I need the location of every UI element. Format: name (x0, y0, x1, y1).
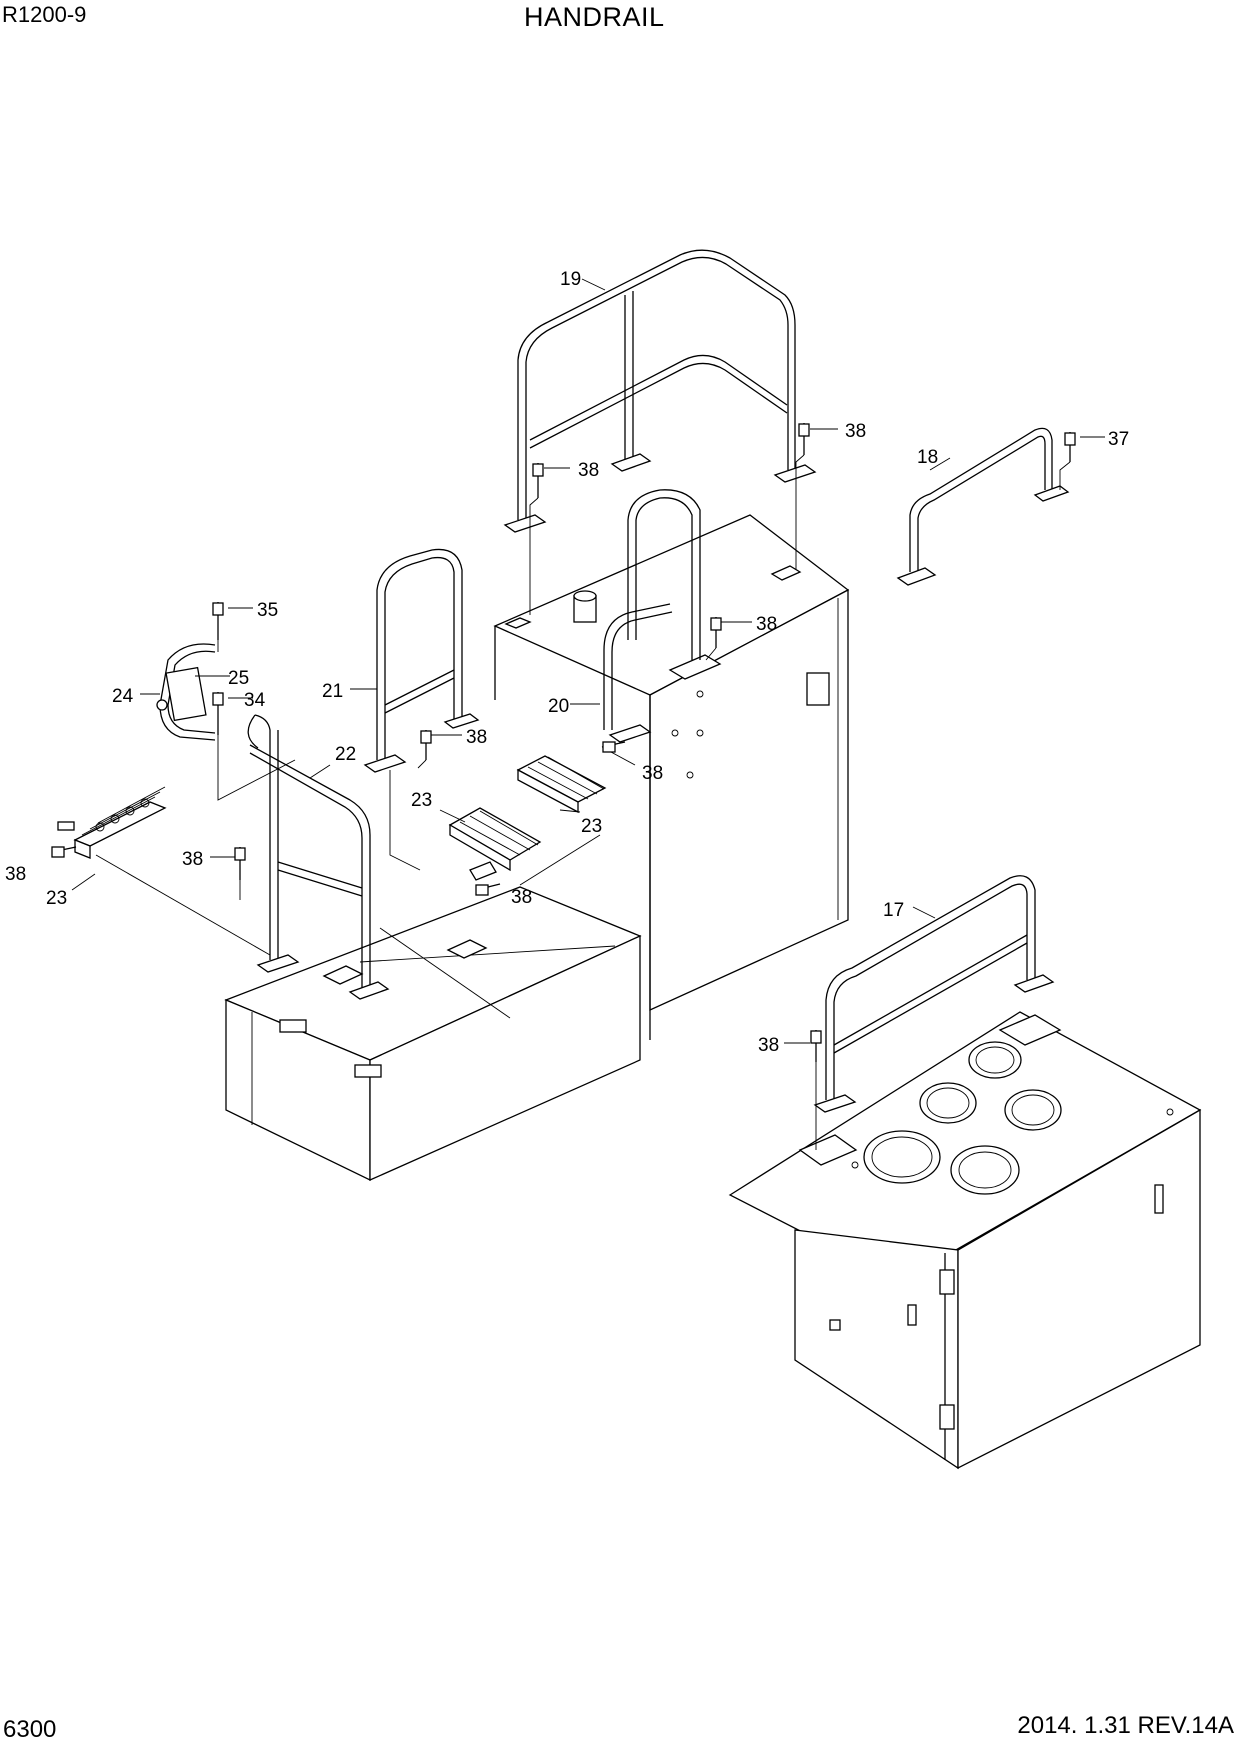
leader-lines (71, 278, 1105, 1150)
round-hatch-covers (863, 1041, 1062, 1195)
handrail-21 (363, 548, 480, 773)
callout-labels: 19 18 37 38 38 38 38 38 38 38 38 38 35 2… (5, 269, 1129, 1056)
left-base-box (224, 886, 642, 1182)
bolt-37 (1064, 432, 1076, 462)
right-hood-box (728, 1011, 1202, 1470)
bolt-38-d (420, 730, 432, 760)
callout-35: 35 (257, 600, 278, 621)
callout-17: 17 (883, 900, 904, 921)
center-tank-box (493, 514, 850, 1040)
page-title: HANDRAIL (524, 2, 665, 32)
callout-38-i: 38 (758, 1035, 779, 1056)
callout-38-e: 38 (642, 763, 663, 784)
step-23-right (516, 755, 607, 814)
bolt-35 (212, 602, 224, 640)
bolt-38-e (601, 741, 626, 753)
callout-21: 21 (322, 681, 343, 702)
bolt-38-c (710, 617, 722, 648)
handrail-19 (503, 249, 817, 533)
step-23-middle (448, 807, 542, 881)
bolt-38-a (798, 423, 810, 455)
callout-38-a: 38 (845, 421, 866, 442)
callout-23-b: 23 (581, 816, 602, 837)
callout-38-h: 38 (511, 887, 532, 908)
callout-38-b: 38 (578, 460, 599, 481)
handrail-20 (603, 489, 701, 743)
bolt-38-g (51, 846, 77, 858)
callout-23-a: 23 (411, 790, 432, 811)
callout-38-f: 38 (182, 849, 203, 870)
bolt-34 (212, 692, 224, 735)
grab-handle-24-25 (156, 643, 216, 741)
callout-38-g: 38 (5, 864, 26, 885)
handrail-22 (247, 714, 390, 1000)
callout-23-c: 23 (46, 888, 67, 909)
callout-18: 18 (917, 447, 938, 468)
callout-38-c: 38 (756, 614, 777, 635)
callout-37: 37 (1108, 429, 1129, 450)
callout-20: 20 (548, 696, 569, 717)
callout-38-d: 38 (466, 727, 487, 748)
callout-22: 22 (335, 744, 356, 765)
handrail-18 (896, 427, 1070, 586)
bolt-38-f (234, 847, 246, 880)
callout-25: 25 (228, 668, 249, 689)
date-revision: 2014. 1.31 REV.14A (1017, 1712, 1234, 1739)
model-code: R1200-9 (2, 2, 87, 27)
bolt-38-h (475, 883, 501, 896)
callout-34: 34 (244, 690, 266, 711)
page-number: 6300 (3, 1716, 57, 1743)
bolt-38-b (532, 463, 544, 498)
callout-24: 24 (112, 686, 134, 707)
handrail-17 (813, 875, 1055, 1113)
callout-19: 19 (560, 269, 581, 290)
step-23-left (57, 786, 167, 859)
bolt-38-i (810, 1030, 822, 1062)
